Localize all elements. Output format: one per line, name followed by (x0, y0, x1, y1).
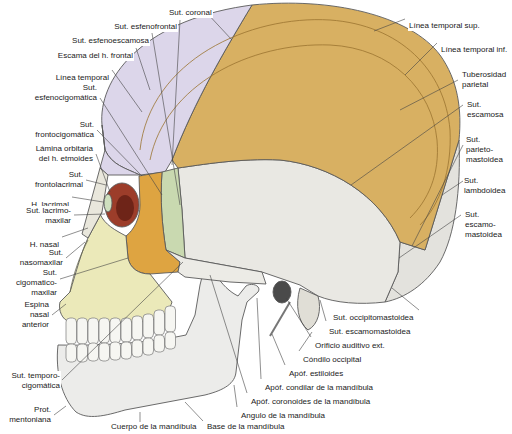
leader-lines (52, 11, 463, 422)
orbit-depth (116, 195, 134, 221)
tooth (99, 318, 110, 343)
part-label: Sut. lacrimo-maxilar (18, 206, 72, 226)
tooth (121, 342, 132, 359)
part-label: Sut. temporo-cigomática (3, 371, 61, 391)
tooth (154, 335, 165, 352)
tooth (143, 314, 154, 338)
nasal-aperture (70, 240, 88, 292)
frontal-bone (102, 5, 252, 175)
zygomatic-bone (126, 172, 180, 274)
temporal-line (150, 45, 437, 218)
tooth (77, 344, 88, 362)
part-label: Apóf. estiloides (288, 369, 344, 379)
part-label: Sut. esfenocigomática (30, 83, 98, 103)
part-label: Apóf. coronoides de la mandíbula (250, 397, 371, 407)
lacrimal-bone (104, 194, 112, 212)
maxilla-bone (59, 212, 172, 322)
auditory-meatus (273, 281, 291, 303)
part-label: Base de la mandíbula (206, 422, 285, 432)
tooth (132, 340, 143, 357)
tooth (165, 306, 176, 332)
tooth (110, 318, 121, 343)
part-label: Sut. cigomatico-maxilar (10, 268, 58, 298)
part-label: Cóndilo occipital (302, 355, 362, 365)
tooth (77, 318, 88, 344)
part-label: Sut. escamo-mastoidea (464, 210, 508, 240)
part-label: Sut. nasomaxilar (12, 248, 64, 268)
tooth (143, 338, 154, 355)
part-label: Escama del h. frontal (57, 51, 134, 61)
part-label: Prot. mentoniana (4, 405, 52, 425)
part-label: Tuberosidad parietal (461, 70, 509, 90)
part-label: Lámina orbitaria del h. etmoides (28, 144, 94, 164)
part-label: Sut. parieto-mastoidea (465, 135, 509, 165)
part-label: Sut. esfenoescamosa (71, 36, 150, 46)
part-label: Línea temporal sup. (408, 21, 481, 31)
mastoid-process (298, 288, 320, 330)
part-label: Angulo de la mandíbula (240, 411, 326, 421)
part-label: Sut. escamomastoidea (328, 327, 411, 337)
part-label: Línea temporal inf. (440, 45, 508, 55)
part-label: Sut. escamosa (466, 100, 508, 120)
tooth (88, 318, 99, 344)
styloid-process (270, 302, 290, 336)
teeth (66, 306, 176, 362)
tooth (132, 316, 143, 340)
tooth (121, 318, 132, 342)
tooth (66, 318, 77, 344)
part-label: Orificio auditivo ext. (314, 341, 386, 351)
part-label: Cuerpo de la mandíbula (110, 422, 197, 432)
part-label: Línea temporal (55, 73, 110, 83)
zygomatic-arch (166, 250, 266, 284)
part-label: Sut. esfenofrontal (113, 22, 178, 32)
part-label: Apóf. condilar de la mandíbula (264, 383, 374, 393)
part-label: Espina nasal anterior (12, 300, 50, 330)
tooth (99, 343, 110, 361)
mandible (57, 265, 259, 416)
temporal-line (140, 20, 450, 225)
tooth (110, 342, 121, 360)
part-label: Sut. occipitomastoidea (332, 313, 415, 323)
tooth (154, 310, 165, 335)
part-label: Sut. frontolacrimal (26, 170, 84, 190)
part-label: Sut. frontocigomática (27, 120, 95, 140)
tooth (66, 344, 77, 362)
tooth (165, 332, 176, 349)
part-label: Sut. lambdoidea (463, 176, 509, 196)
part-label: Sut. coronal (168, 8, 213, 18)
orbit (105, 183, 139, 227)
